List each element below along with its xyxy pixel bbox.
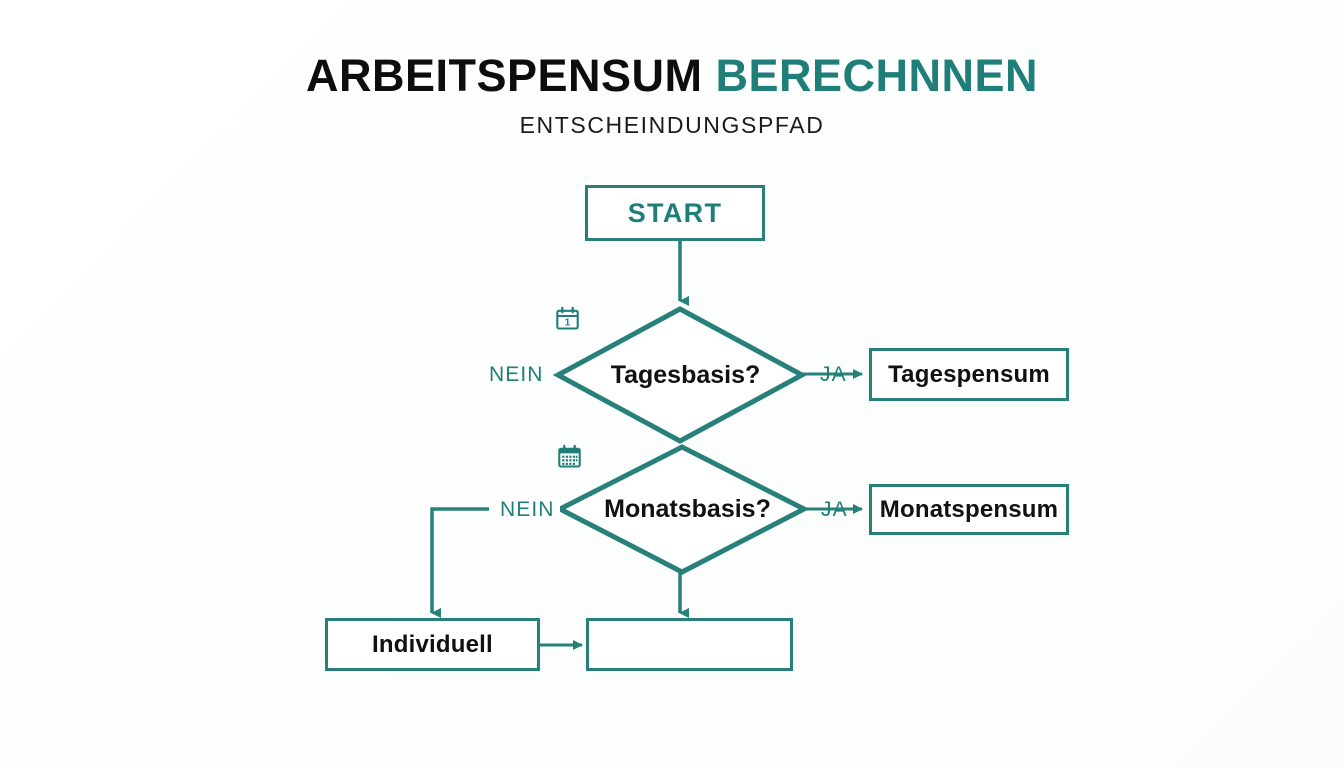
- node-individuell-label: Individuell: [372, 630, 493, 658]
- node-monatspensum[interactable]: Monatspensum: [869, 484, 1069, 535]
- node-start[interactable]: START: [585, 185, 765, 241]
- diamond-shape-monatsbasis: [554, 444, 810, 575]
- node-individuell[interactable]: Individuell: [325, 618, 540, 671]
- connector-month-no-to-individuell: [430, 507, 489, 618]
- branch-label-monatsbasis-nein: NEIN: [495, 498, 560, 522]
- branch-label-monatsbasis-ja: JA: [821, 498, 848, 521]
- branch-label-tagesbasis-ja: JA: [820, 363, 847, 386]
- node-decision-monatsbasis[interactable]: Monatsbasis?: [554, 444, 810, 575]
- node-decision-tagesbasis-label: Tagesbasis?: [610, 360, 761, 389]
- node-decision-monatsbasis-label: Monatsbasis?: [604, 495, 771, 523]
- node-monatspensum-label: Monatspensum: [879, 495, 1059, 523]
- diamond-shape-tagesbasis: [552, 306, 808, 444]
- svg-text:1: 1: [565, 317, 571, 328]
- node-blank-result[interactable]: [586, 618, 793, 671]
- node-decision-tagesbasis[interactable]: 1 Tagesbasis?: [552, 306, 808, 444]
- node-tagespensum[interactable]: Tagespensum: [869, 348, 1069, 401]
- node-start-label: START: [627, 197, 723, 228]
- branch-label-tagesbasis-nein: NEIN: [489, 363, 544, 386]
- node-tagespensum-label: Tagespensum: [888, 360, 1050, 388]
